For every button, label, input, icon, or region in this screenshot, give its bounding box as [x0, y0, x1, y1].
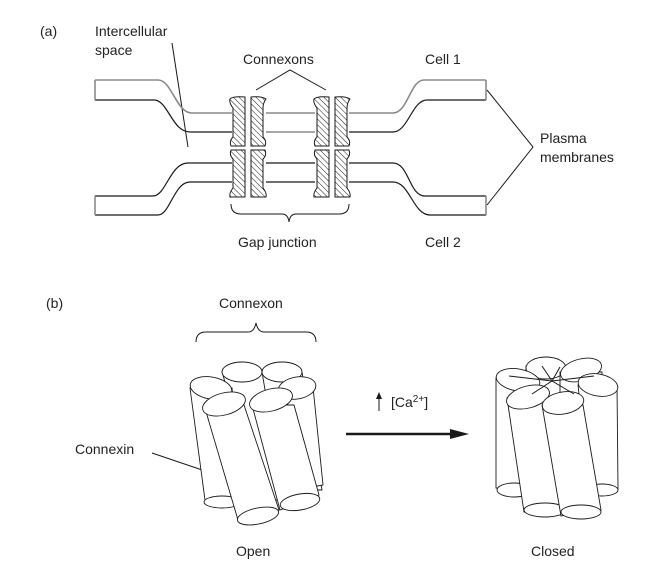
transition-arrow — [346, 429, 469, 439]
connexon-group-right — [313, 96, 351, 198]
closed-pore-center — [508, 365, 595, 395]
calcium-increase-indicator: [Ca2+] — [376, 392, 428, 411]
panel-a: (a) Intercellular space Connexons Cell 1… — [40, 23, 614, 250]
connexon-group-left — [229, 96, 267, 198]
connexin-cylinder — [541, 391, 602, 520]
gap-junction-label: Gap junction — [238, 234, 317, 250]
connexin-cylinder — [202, 391, 280, 526]
connexon-shape — [250, 96, 267, 147]
connexons-leader — [255, 69, 327, 91]
plasma-membranes-label-line2: membranes — [540, 149, 614, 165]
connexon-shape — [334, 149, 351, 198]
connexon-label: Connexon — [219, 295, 283, 311]
plasma-membranes-label-line1: Plasma — [540, 130, 587, 146]
connexon-shape — [334, 96, 351, 147]
cell2-label: Cell 2 — [425, 234, 461, 250]
panel-b: (b) Connexon Connexin — [46, 295, 619, 559]
plasma-membranes-leader — [486, 89, 534, 206]
intercellular-space-label-line2: space — [95, 42, 133, 58]
cell1-membrane — [94, 79, 487, 133]
panel-b-label: (b) — [46, 295, 63, 311]
connexon-brace — [195, 322, 317, 343]
arrow-right-icon — [450, 429, 469, 439]
connexon-shape — [313, 96, 330, 147]
closed-label: Closed — [531, 543, 575, 559]
connexons-label: Connexons — [243, 51, 314, 67]
calcium-label: [Ca2+] — [391, 394, 428, 410]
connexon-shape — [250, 149, 267, 198]
connexon-shape — [229, 149, 246, 198]
cell1-label: Cell 1 — [425, 51, 461, 67]
intercellular-space-label-line1: Intercellular — [95, 23, 168, 39]
intercellular-space-leader — [171, 42, 189, 148]
closed-connexon — [495, 356, 619, 520]
panel-a-label: (a) — [40, 23, 57, 39]
cell2-membrane — [94, 162, 487, 216]
open-connexon — [189, 361, 324, 526]
connexon-shape — [313, 149, 330, 198]
gap-junction-brace — [230, 203, 350, 223]
connexon-shape — [229, 96, 246, 147]
connexin-cylinder — [249, 387, 321, 512]
up-arrow-head — [376, 392, 382, 399]
open-label: Open — [236, 543, 270, 559]
connexin-label: Connexin — [75, 441, 134, 457]
